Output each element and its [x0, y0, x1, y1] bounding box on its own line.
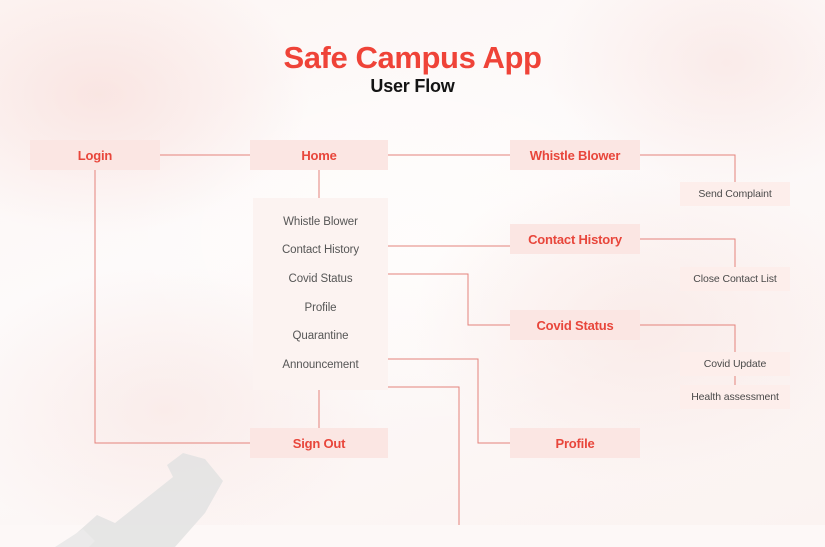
- page-title: Safe Campus App: [283, 40, 542, 75]
- connector-menu-announcement: [388, 386, 460, 525]
- node-login[interactable]: Login: [30, 140, 160, 170]
- node-covid-update[interactable]: Covid Update: [680, 352, 790, 376]
- connector-covidstatus-covidupdate: [640, 324, 736, 352]
- page-subtitle: User Flow: [370, 76, 455, 96]
- menu-item-contact-history[interactable]: Contact History: [281, 244, 360, 257]
- node-covid-status[interactable]: Covid Status: [510, 310, 640, 340]
- node-send-complaint[interactable]: Send Complaint: [680, 182, 790, 206]
- connector-login-signout: [94, 170, 250, 444]
- home-menu-panel: Whistle Blower Contact History Covid Sta…: [253, 198, 388, 390]
- menu-item-announcement[interactable]: Announcement: [282, 358, 359, 371]
- menu-item-quarantine[interactable]: Quarantine: [292, 330, 349, 343]
- node-whistle-blower[interactable]: Whistle Blower: [510, 140, 640, 170]
- menu-item-profile[interactable]: Profile: [304, 301, 337, 314]
- menu-item-covid-status[interactable]: Covid Status: [288, 272, 353, 285]
- menu-item-whistle-blower[interactable]: Whistle Blower: [283, 215, 358, 228]
- node-home[interactable]: Home: [250, 140, 388, 170]
- node-health-assessment[interactable]: Health assessment: [680, 385, 790, 409]
- node-contact-history[interactable]: Contact History: [510, 224, 640, 254]
- node-profile[interactable]: Profile: [510, 428, 640, 458]
- connector-contacthistory-closecontactlist: [640, 238, 736, 267]
- node-sign-out[interactable]: Sign Out: [250, 428, 388, 458]
- connector-whistleblower-sendcomplaint: [640, 154, 736, 182]
- connector-menu-covidstatus: [388, 273, 510, 326]
- connector-menu-profile: [388, 358, 510, 444]
- connector-lines: [94, 154, 736, 525]
- node-close-contact-list[interactable]: Close Contact List: [680, 267, 790, 291]
